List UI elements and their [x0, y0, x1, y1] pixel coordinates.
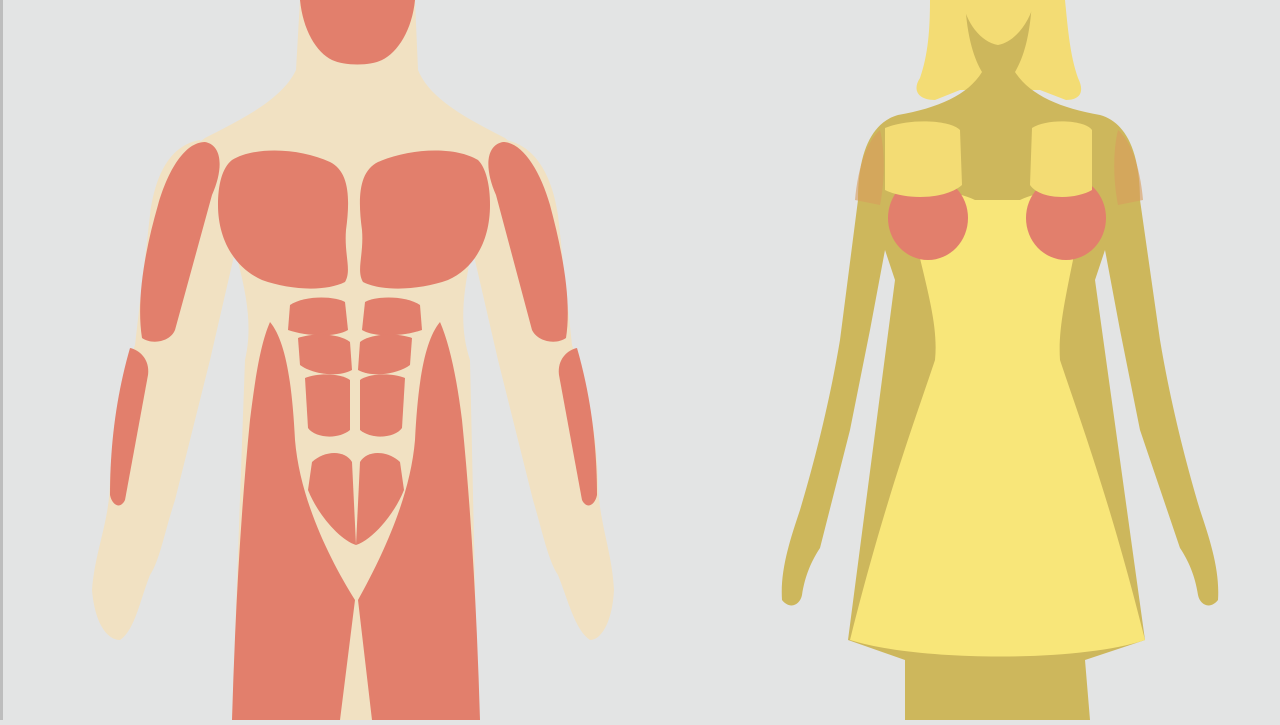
female-left-bra-cup [885, 121, 962, 197]
male-muscles [110, 0, 597, 720]
female-dress [850, 192, 1145, 657]
left-border [0, 0, 3, 720]
male-figure [92, 0, 614, 720]
female-left-breast [888, 176, 968, 260]
female-right-bra-cup [1030, 121, 1092, 197]
female-right-shoulder [1114, 130, 1143, 205]
female-figure [781, 0, 1219, 720]
female-face [962, 0, 1035, 45]
female-left-shoulder [855, 130, 884, 205]
female-right-breast [1026, 176, 1106, 260]
